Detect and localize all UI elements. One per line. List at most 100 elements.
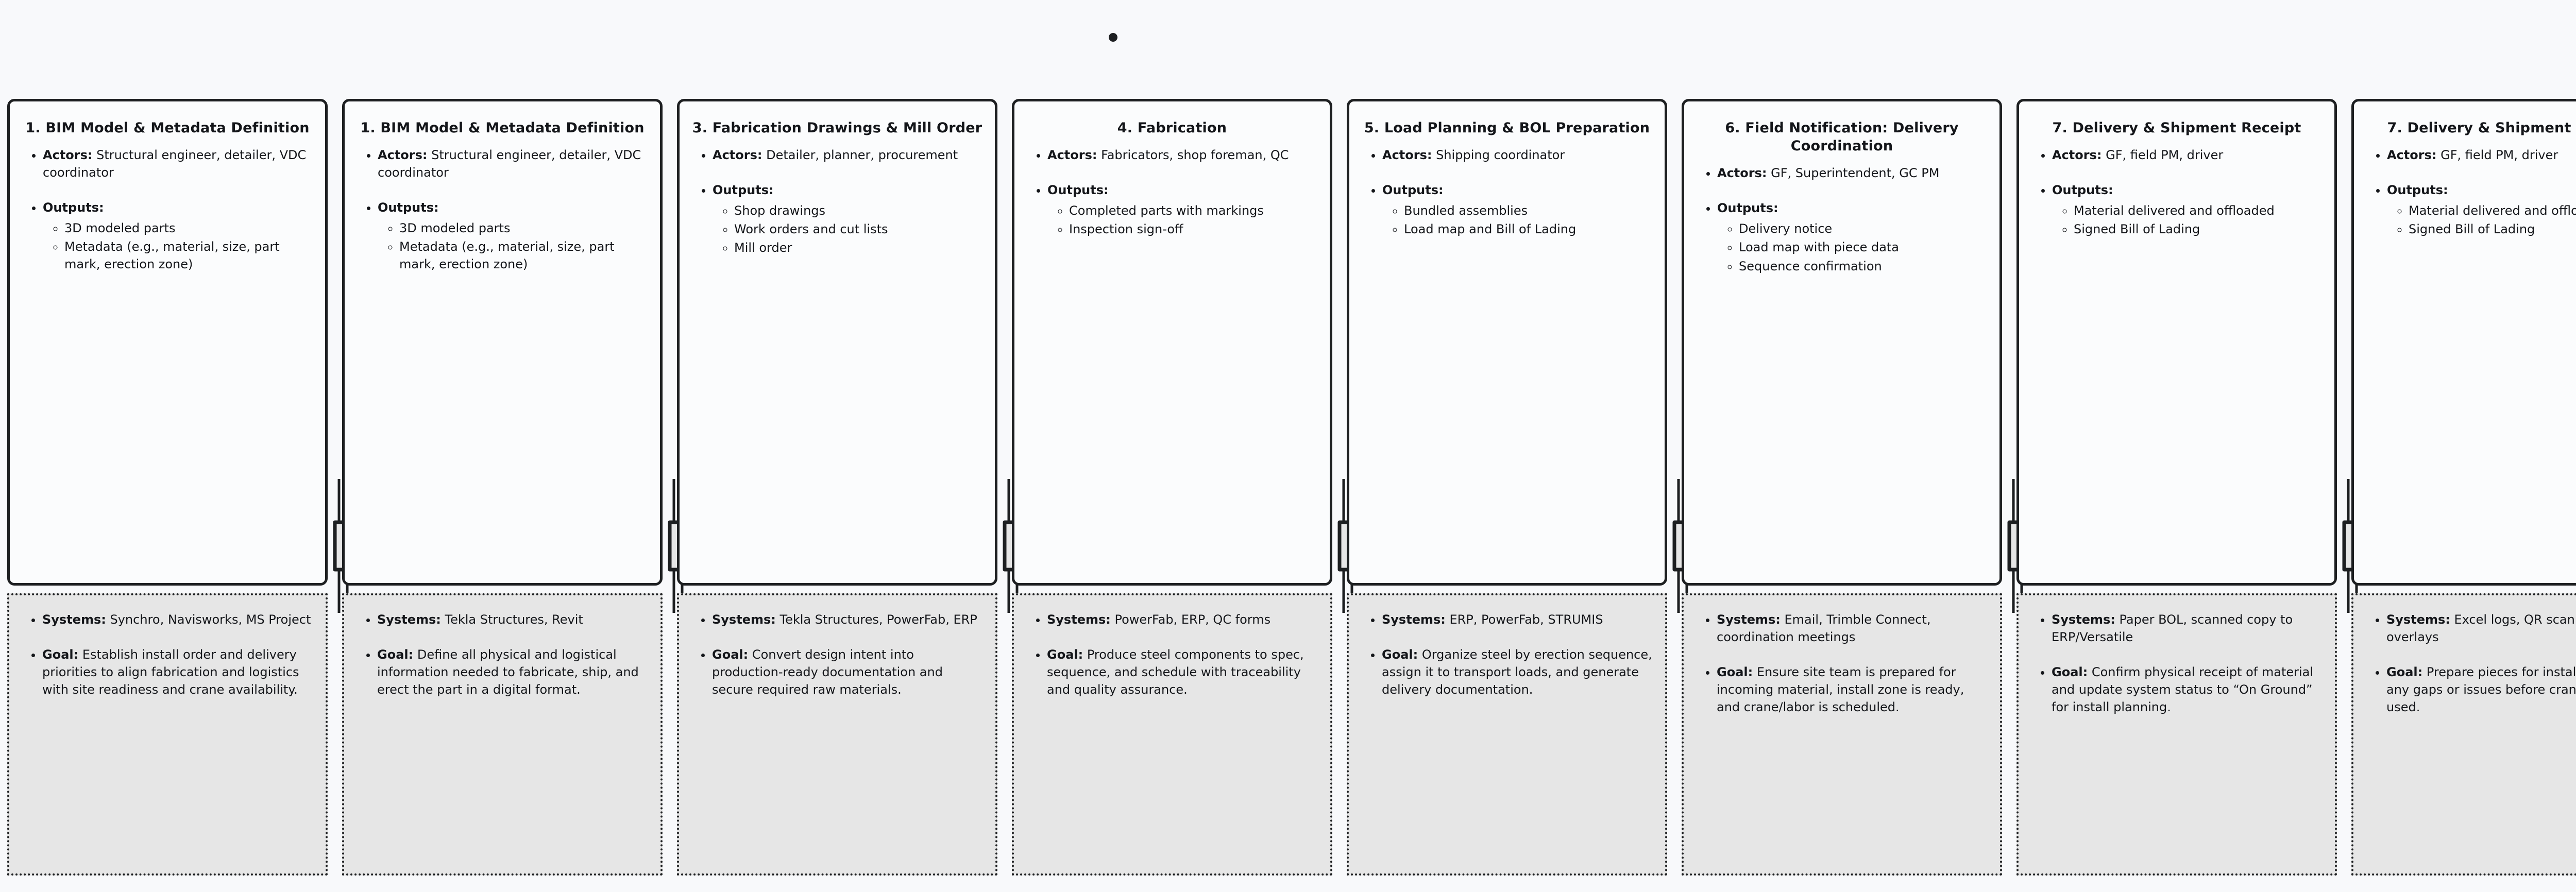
stage-card[interactable]: 5. Load Planning & BOL Preparation Actor… bbox=[1347, 99, 1667, 586]
output-item: 3D modeled parts bbox=[64, 219, 316, 237]
goal-label: Goal: bbox=[2052, 665, 2088, 680]
stage-card[interactable]: 3. Fabrication Drawings & Mill Order Act… bbox=[677, 99, 997, 586]
stage-title: 1. BIM Model & Metadata Definition bbox=[360, 120, 645, 136]
outputs-row: Outputs: Material delivered and offloade… bbox=[2052, 181, 2325, 238]
actors-label: Actors: bbox=[2052, 148, 2102, 163]
stage-note[interactable]: Systems: Email, Trimble Connect, coordin… bbox=[1682, 593, 2002, 876]
outputs-list: Bundled assembliesLoad map and Bill of L… bbox=[1382, 202, 1655, 238]
note-list: Systems: Tekla Structures, PowerFab, ERP… bbox=[688, 611, 986, 698]
systems-label: Systems: bbox=[2052, 612, 2115, 627]
actors-value: Fabricators, shop foreman, QC bbox=[1097, 148, 1289, 163]
outputs-label: Outputs: bbox=[1382, 183, 1444, 198]
actors-value: GF, Superintendent, GC PM bbox=[1767, 166, 1940, 181]
systems-row: Systems: PowerFab, ERP, QC forms bbox=[1047, 611, 1321, 628]
output-item: Bundled assemblies bbox=[1404, 202, 1655, 219]
goal-label: Goal: bbox=[1717, 665, 1753, 680]
stage-card[interactable]: 6. Field Notification: Delivery Coordina… bbox=[1682, 99, 2002, 586]
outputs-row: Outputs: 3D modeled partsMetadata (e.g.,… bbox=[43, 199, 316, 273]
outputs-label: Outputs: bbox=[378, 200, 439, 215]
stage-detail-list: Actors: Fabricators, shop foreman, QC Ou… bbox=[1024, 146, 1320, 238]
goal-label: Goal: bbox=[712, 647, 749, 662]
outputs-row: Outputs: Shop drawingsWork orders and cu… bbox=[713, 181, 986, 256]
goal-value: Organize steel by erection sequence, ass… bbox=[1382, 647, 1652, 697]
systems-row: Systems: Tekla Structures, PowerFab, ERP bbox=[712, 611, 986, 628]
systems-value: Tekla Structures, Revit bbox=[440, 612, 583, 627]
note-list: Systems: Excel logs, QR scanners, model … bbox=[2363, 611, 2576, 716]
output-item: Completed parts with markings bbox=[1069, 202, 1320, 219]
stage-note[interactable]: Systems: ERP, PowerFab, STRUMIS Goal: Or… bbox=[1347, 593, 1667, 876]
stage-title: 5. Load Planning & BOL Preparation bbox=[1364, 120, 1650, 136]
actors-value: Shipping coordinator bbox=[1432, 148, 1565, 163]
stage-card[interactable]: 7. Delivery & Shipment Receipt Actors: G… bbox=[2351, 99, 2576, 586]
process-stage[interactable]: 5. Load Planning & BOL Preparation Actor… bbox=[1340, 0, 1723, 892]
stage-note[interactable]: Systems: Tekla Structures, Revit Goal: D… bbox=[342, 593, 663, 876]
stage-detail-list: Actors: GF, field PM, driver Outputs: Ma… bbox=[2028, 146, 2325, 238]
outputs-list: Delivery noticeLoad map with piece dataS… bbox=[1717, 220, 1990, 275]
outputs-label: Outputs: bbox=[1717, 201, 1778, 216]
actors-label: Actors: bbox=[1382, 148, 1432, 163]
outputs-row: Outputs: Material delivered and offloade… bbox=[2387, 181, 2576, 238]
goal-label: Goal: bbox=[1047, 647, 1083, 662]
systems-label: Systems: bbox=[1717, 612, 1781, 627]
actors-value: Structural engineer, detailer, VDC coord… bbox=[378, 148, 641, 180]
stage-note[interactable]: Systems: Tekla Structures, PowerFab, ERP… bbox=[677, 593, 997, 876]
actors-row: Actors: GF, field PM, driver bbox=[2387, 146, 2576, 164]
process-stage[interactable]: 3. Fabrication Drawings & Mill Order Act… bbox=[670, 0, 1053, 892]
process-stage[interactable]: 7. Delivery & Shipment Receipt Actors: G… bbox=[2009, 0, 2393, 892]
output-item: Material delivered and offloaded bbox=[2074, 202, 2325, 219]
actors-value: Structural engineer, detailer, VDC coord… bbox=[43, 148, 307, 180]
output-item: Load map and Bill of Lading bbox=[1404, 220, 1655, 238]
systems-label: Systems: bbox=[1047, 612, 1111, 627]
actors-value: GF, field PM, driver bbox=[2102, 148, 2224, 163]
output-item: Metadata (e.g., material, size, part mar… bbox=[399, 238, 651, 273]
stage-card[interactable]: 7. Delivery & Shipment Receipt Actors: G… bbox=[2016, 99, 2337, 586]
note-list: Systems: ERP, PowerFab, STRUMIS Goal: Or… bbox=[1358, 611, 1656, 698]
outputs-label: Outputs: bbox=[713, 183, 774, 198]
stage-note[interactable]: Systems: Excel logs, QR scanners, model … bbox=[2351, 593, 2576, 876]
outputs-list: Completed parts with markingsInspection … bbox=[1047, 202, 1320, 238]
note-list: Systems: Tekla Structures, Revit Goal: D… bbox=[353, 611, 651, 698]
actors-value: GF, field PM, driver bbox=[2436, 148, 2558, 163]
process-stage[interactable]: 6. Field Notification: Delivery Coordina… bbox=[1674, 0, 2058, 892]
stage-note[interactable]: Systems: Paper BOL, scanned copy to ERP/… bbox=[2016, 593, 2337, 876]
actors-row: Actors: Shipping coordinator bbox=[1382, 146, 1655, 164]
goal-label: Goal: bbox=[2386, 665, 2423, 680]
output-item: Material delivered and offloaded bbox=[2409, 202, 2576, 219]
stage-title: 7. Delivery & Shipment Receipt bbox=[2387, 120, 2576, 136]
process-stage[interactable]: 7. Delivery & Shipment Receipt Actors: G… bbox=[2344, 0, 2576, 892]
process-stage[interactable]: 4. Fabrication Actors: Fabricators, shop… bbox=[1005, 0, 1388, 892]
goal-value: Define all physical and logistical infor… bbox=[377, 647, 639, 697]
systems-value: Email, Trimble Connect, coordination mee… bbox=[1717, 612, 1931, 645]
goal-row: Goal: Define all physical and logistical… bbox=[377, 646, 651, 698]
systems-row: Systems: ERP, PowerFab, STRUMIS bbox=[1382, 611, 1656, 628]
stage-detail-list: Actors: GF, Superintendent, GC PM Output… bbox=[1693, 164, 1990, 275]
actors-value: Detailer, planner, procurement bbox=[762, 148, 958, 163]
process-stage[interactable]: 1. BIM Model & Metadata Definition Actor… bbox=[335, 0, 718, 892]
stage-note[interactable]: Systems: Synchro, Navisworks, MS Project… bbox=[7, 593, 328, 876]
stage-detail-list: Actors: Shipping coordinator Outputs: Bu… bbox=[1359, 146, 1655, 238]
stage-title: 3. Fabrication Drawings & Mill Order bbox=[692, 120, 982, 136]
systems-row: Systems: Excel logs, QR scanners, model … bbox=[2386, 611, 2576, 646]
systems-value: Tekla Structures, PowerFab, ERP bbox=[775, 612, 977, 627]
process-stage[interactable]: 1. BIM Model & Metadata Definition Actor… bbox=[0, 0, 383, 892]
goal-value: Produce steel components to spec, sequen… bbox=[1047, 647, 1304, 697]
stage-card[interactable]: 1. BIM Model & Metadata Definition Actor… bbox=[7, 99, 328, 586]
output-item: 3D modeled parts bbox=[399, 219, 651, 237]
stage-card[interactable]: 4. Fabrication Actors: Fabricators, shop… bbox=[1012, 99, 1332, 586]
outputs-list: Shop drawingsWork orders and cut listsMi… bbox=[713, 202, 986, 256]
stage-note[interactable]: Systems: PowerFab, ERP, QC forms Goal: P… bbox=[1012, 593, 1332, 876]
stage-detail-list: Actors: GF, field PM, driver Outputs: Ma… bbox=[2363, 146, 2576, 238]
outputs-list: 3D modeled partsMetadata (e.g., material… bbox=[43, 219, 316, 273]
actors-label: Actors: bbox=[378, 148, 428, 163]
outputs-label: Outputs: bbox=[1047, 183, 1109, 198]
stage-card[interactable]: 1. BIM Model & Metadata Definition Actor… bbox=[342, 99, 663, 586]
stage-detail-list: Actors: Structural engineer, detailer, V… bbox=[19, 146, 316, 273]
actors-label: Actors: bbox=[43, 148, 93, 163]
systems-value: Paper BOL, scanned copy to ERP/Versatile bbox=[2052, 612, 2293, 645]
actors-label: Actors: bbox=[1047, 148, 1097, 163]
stage-title: 6. Field Notification: Delivery Coordina… bbox=[1725, 120, 1959, 155]
note-list: Systems: Email, Trimble Connect, coordin… bbox=[1693, 611, 1991, 716]
systems-value: Excel logs, QR scanners, model overlays bbox=[2386, 612, 2576, 645]
output-item: Signed Bill of Lading bbox=[2074, 220, 2325, 238]
